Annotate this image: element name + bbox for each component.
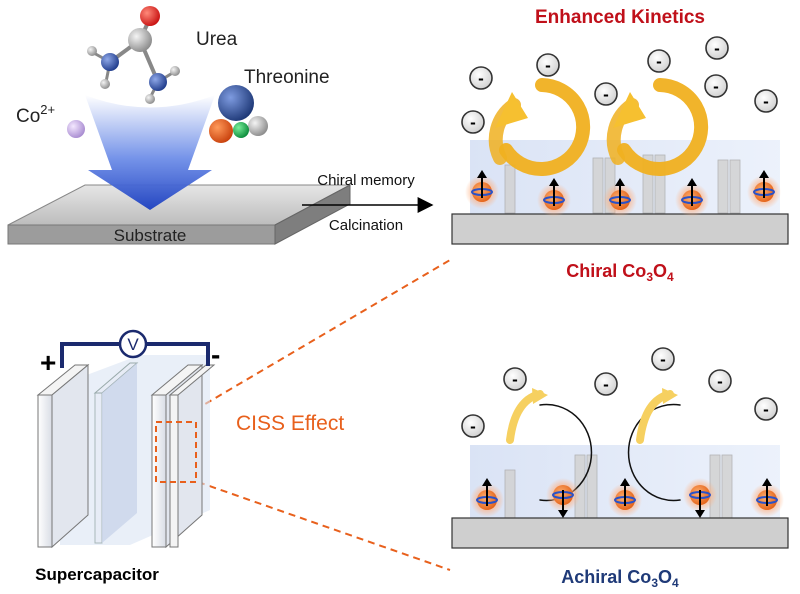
achiral-circulation-arrows: [506, 388, 681, 502]
threonine-molecule-icon: [209, 85, 268, 143]
urea-label: Urea: [196, 29, 238, 50]
svg-text:-: -: [470, 113, 476, 132]
achiral-spin-row: [470, 478, 784, 518]
svg-text:-: -: [656, 52, 662, 71]
electron-icon: -: [594, 82, 618, 106]
threonine-label: Threonine: [244, 67, 330, 88]
spin-up-down-icon: [750, 478, 784, 517]
svg-text:-: -: [478, 69, 484, 88]
svg-text:-: -: [545, 56, 551, 75]
enhanced-kinetics-title: Enhanced Kinetics: [535, 7, 705, 28]
supercapacitor-diagram: V + - Supercapacitor: [35, 329, 220, 584]
chiral-panel: Enhanced Kinetics -: [451, 7, 789, 284]
spin-up-down-icon: [747, 170, 781, 209]
deposition-arrow: [85, 95, 215, 210]
svg-text:-: -: [717, 372, 723, 391]
substrate-slab: Substrate: [7, 184, 351, 245]
electron-icon: -: [651, 347, 675, 371]
deposition-panel: Substrate Urea: [7, 6, 351, 245]
negative-electrode: [150, 363, 216, 549]
process-arrow-group: Chiral memory Calcination: [302, 172, 434, 234]
calcination-label: Calcination: [329, 217, 403, 234]
spin-up-down-icon: [537, 178, 571, 217]
spin-up-down-icon: [465, 170, 499, 209]
chiral-electrons: - - - - - - - -: [461, 36, 778, 134]
electron-icon: -: [704, 74, 728, 98]
electron-icon: -: [461, 110, 485, 134]
electron-icon: -: [754, 397, 778, 421]
svg-text:-: -: [603, 85, 609, 104]
separator: [93, 362, 139, 544]
plus-terminal-label: +: [40, 347, 56, 378]
electron-icon: -: [594, 372, 618, 396]
chiral-memory-label: Chiral memory: [317, 172, 415, 189]
substrate-label: Substrate: [114, 226, 187, 245]
svg-text:V: V: [127, 335, 139, 354]
electron-icon: -: [705, 36, 729, 60]
electron-icon: -: [469, 66, 493, 90]
svg-text:-: -: [470, 417, 476, 436]
cobalt-ion-icon: [67, 120, 85, 138]
electron-icon: -: [461, 414, 485, 438]
spin-up-down-icon: [675, 178, 709, 217]
electron-icon: -: [708, 369, 732, 393]
svg-text:-: -: [714, 39, 720, 58]
svg-text:-: -: [512, 370, 518, 389]
minus-terminal-label: -: [211, 339, 220, 370]
spin-up-down-icon: [603, 178, 637, 217]
ciss-effect-label: CISS Effect: [236, 412, 344, 435]
supercapacitor-label: Supercapacitor: [35, 565, 159, 584]
zoom-box: [155, 421, 197, 483]
positive-electrode: [36, 363, 90, 549]
chiral-substrate: [451, 213, 789, 245]
achiral-substrate: [451, 517, 789, 549]
svg-text:-: -: [603, 375, 609, 394]
zoom-connectors: [194, 259, 451, 571]
svg-text:-: -: [763, 92, 769, 111]
voltmeter-icon: V: [118, 329, 148, 359]
chiral-co3o4-label: Chiral Co3O4: [566, 261, 674, 284]
svg-text:-: -: [660, 350, 666, 369]
chiral-circulation-arrows: [488, 78, 709, 176]
electron-icon: -: [503, 367, 527, 391]
electron-icon: -: [536, 53, 560, 77]
chiral-nanostructures: [504, 154, 741, 214]
electron-icon: -: [754, 89, 778, 113]
achiral-co3o4-label: Achiral Co3O4: [561, 567, 679, 590]
chiral-spin-row: [465, 170, 781, 217]
achiral-electrons: - - - - - -: [461, 347, 778, 438]
spin-up-down-icon: [470, 478, 504, 517]
spin-up-down-icon: [683, 478, 717, 518]
urea-molecule-icon: [87, 6, 180, 104]
achiral-panel: - - - - - - Achiral Co3O4: [451, 347, 789, 590]
svg-text:-: -: [763, 400, 769, 419]
electron-icon: -: [647, 49, 671, 73]
svg-text:-: -: [713, 77, 719, 96]
cobalt-ion-label: Co2+: [16, 102, 55, 127]
spin-up-down-icon: [608, 478, 642, 517]
spin-up-down-icon: [546, 478, 580, 518]
